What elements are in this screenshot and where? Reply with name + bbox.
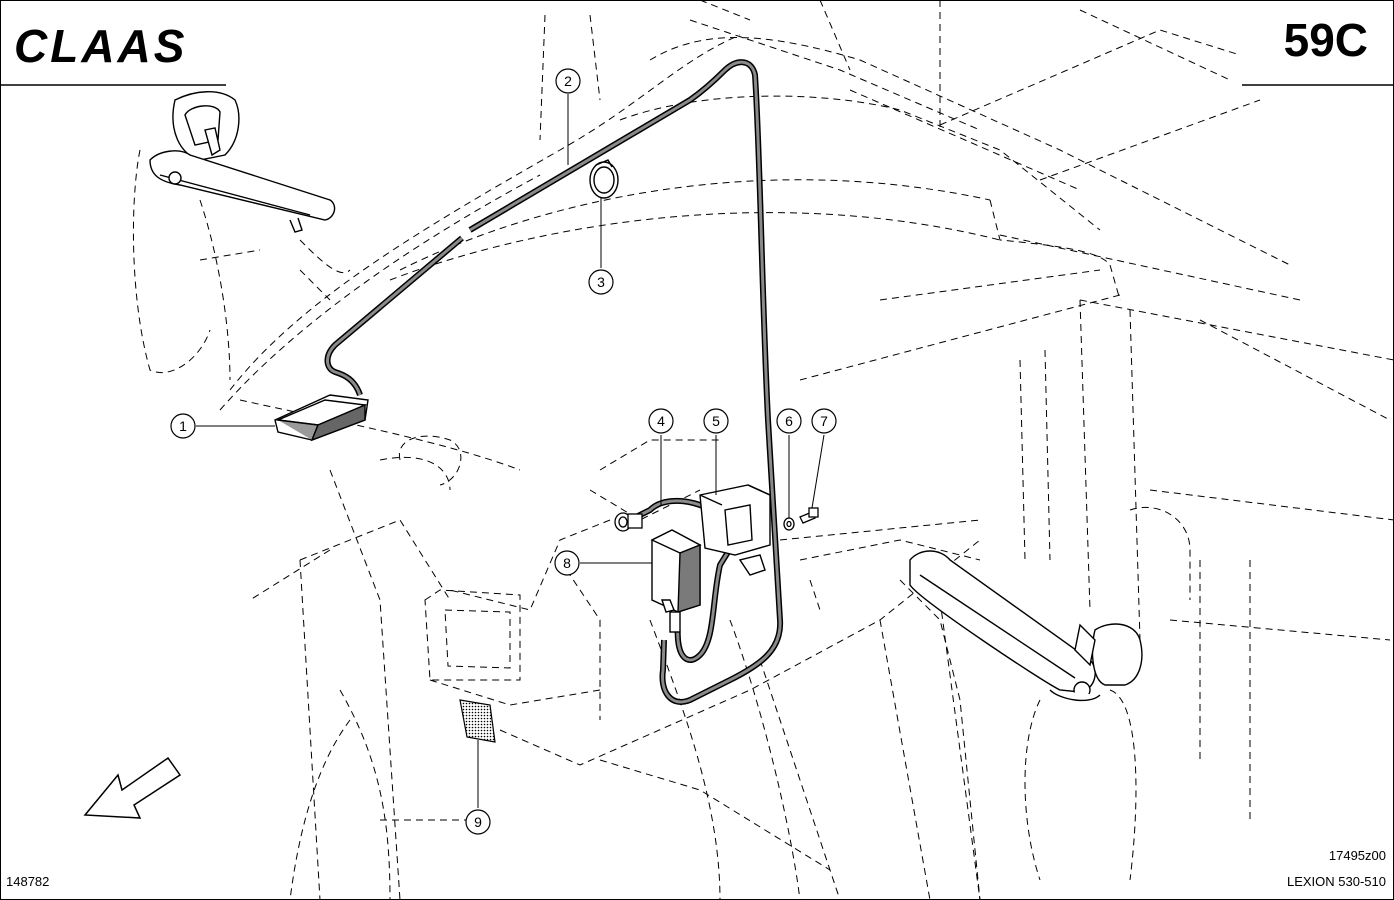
item-3-cable-clamp [589,159,619,199]
item-6-nut [783,517,795,531]
callout-2: 2 [555,68,581,94]
item-8-amplifier-box [650,529,702,633]
drawing-ref: 17495z00 [1329,848,1386,863]
footer-left-ref: 148782 [6,874,49,889]
callout-5-label: 5 [712,413,720,429]
direction-arrow [83,756,182,819]
item-4-connector [614,512,643,532]
right-mirror-assembly [909,550,1143,702]
callout-6: 6 [776,408,802,434]
brand-logo: CLAAS [14,20,187,72]
callouts: 1 2 3 4 5 6 7 8 [170,68,837,835]
item-1-antenna [274,394,369,442]
callout-7-label: 7 [820,413,828,429]
callout-8: 8 [554,550,580,576]
callout-2-label: 2 [564,73,572,89]
callout-1-label: 1 [179,418,187,434]
callout-6-label: 6 [785,413,793,429]
callout-leaders [196,94,825,808]
callout-4: 4 [648,408,674,434]
item-7-bolt [799,507,819,524]
item-9-label-sticker [459,699,496,743]
cab-outline [132,0,1394,900]
callout-3: 3 [588,269,614,295]
callout-8-label: 8 [563,555,571,571]
callout-9-label: 9 [474,814,482,830]
page-code: 59C [1284,14,1368,66]
callout-5: 5 [703,408,729,434]
callout-3-label: 3 [597,274,605,290]
callout-1: 1 [170,413,196,439]
callout-4-label: 4 [657,413,665,429]
left-mirror-assembly [149,91,336,233]
model-name: LEXION 530-510 [1287,874,1386,889]
item-5-bracket [699,484,771,576]
callout-7: 7 [811,408,837,434]
callout-9: 9 [465,809,491,835]
